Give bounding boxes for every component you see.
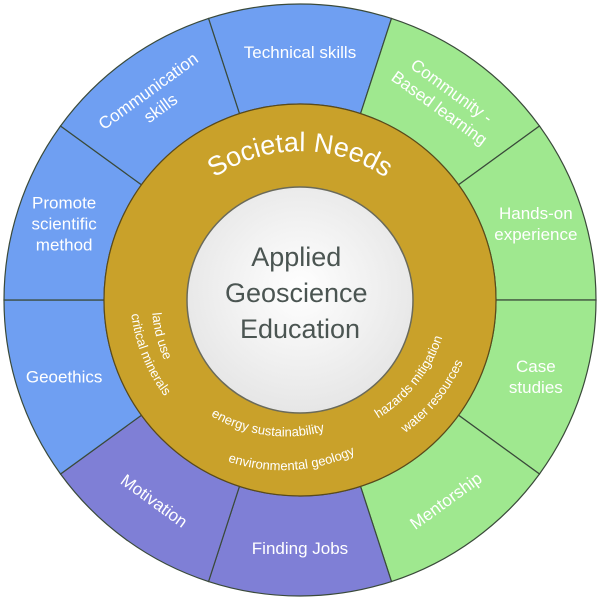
segment-label-hands-on-experience: Hands-on experience [494, 204, 577, 244]
center-circle [186, 186, 414, 414]
segment-label-line: Finding Jobs [252, 539, 348, 558]
segment-label-promote-scientific-method: Promote scientific method [32, 193, 98, 254]
segment-label-line: method [36, 235, 93, 254]
center-line-2: Geoscience [225, 278, 368, 308]
segment-label-finding-jobs: Finding Jobs [252, 539, 348, 558]
center-title: Applied Geoscience Education [225, 242, 375, 344]
segment-label-line: Geoethics [26, 368, 103, 387]
center-line-3: Education [240, 314, 360, 344]
segment-label-line: Technical skills [244, 43, 356, 62]
segment-label-geoethics: Geoethics [26, 368, 103, 387]
segment-label-line: studies [509, 378, 563, 397]
segment-label-technical-skills: Technical skills [244, 43, 356, 62]
segment-label-line: Promote [32, 193, 96, 212]
outer-segments [3, 3, 597, 597]
center-line-1: Applied [251, 242, 341, 272]
segment-label-line: scientific [32, 214, 98, 233]
segment-label-line: experience [494, 225, 577, 244]
segment-label-line: Case [516, 357, 556, 376]
segment-label-case-studies: Case studies [509, 357, 563, 397]
segment-label-line: Hands-on [499, 204, 573, 223]
